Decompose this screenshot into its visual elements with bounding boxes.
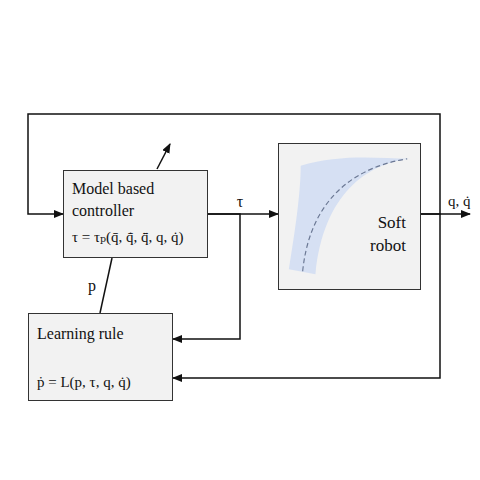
robot-box: Soft robot: [278, 143, 421, 290]
node-title: Learning rule: [37, 324, 164, 345]
backbone-curve: [303, 159, 408, 271]
adaptation-arrow: [157, 144, 170, 169]
node-title: Soft robot: [350, 212, 406, 258]
output-arrow: [440, 213, 470, 215]
signal-label: p: [86, 277, 98, 295]
signal-label: τ: [235, 193, 245, 211]
node-formula: τ = τₚ(q̄, q̄̇, q̄̈, q, q̇): [72, 227, 199, 248]
learning-rule-box: Learning rule ṗ = L(p, τ, q, q̇): [28, 313, 173, 401]
node-formula: ṗ = L(p, τ, q, q̇): [37, 373, 164, 393]
controller-box: Model based controller τ = τₚ(q̄, q̄̇, q̄…: [63, 170, 208, 258]
output-label: q, q̇: [446, 193, 473, 210]
soft-arm-shape: [289, 157, 409, 274]
node-title: Model based controller: [72, 178, 172, 223]
signal-line: [100, 258, 112, 313]
